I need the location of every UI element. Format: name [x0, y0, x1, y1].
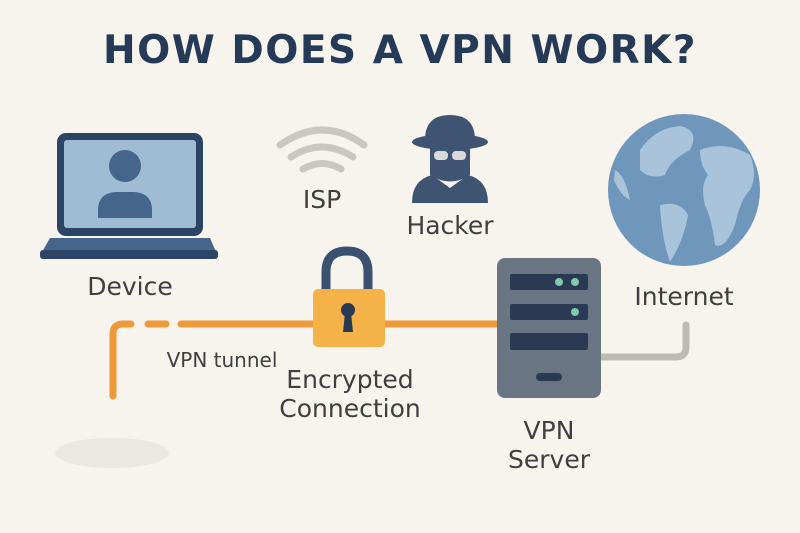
encrypted-label-line1: Encrypted [286, 365, 414, 394]
hacker-label: Hacker [406, 211, 494, 240]
device-label: Device [87, 272, 173, 301]
hacker-spy-icon [412, 115, 488, 203]
device-shadow [55, 438, 169, 468]
isp-label: ISP [302, 185, 342, 214]
padlock-icon [313, 246, 385, 347]
server-label-line1: VPN [523, 416, 575, 445]
laptop-user-icon [40, 133, 218, 259]
encrypted-label-line2: Connection [279, 393, 421, 423]
server-internet-cable [596, 321, 690, 361]
vpn-server-label: VPN Server [490, 416, 608, 475]
wifi-icon [276, 126, 368, 173]
page-title: HOW DOES A VPN WORK? [102, 28, 697, 73]
vpn-tunnel-label: VPN tunnel [166, 348, 278, 372]
internet-label: Internet [634, 282, 734, 311]
server-label-line2: Server [508, 444, 590, 474]
globe-icon [608, 114, 760, 266]
encrypted-connection-label: Encrypted Connection [270, 365, 430, 424]
server-icon [497, 258, 601, 398]
